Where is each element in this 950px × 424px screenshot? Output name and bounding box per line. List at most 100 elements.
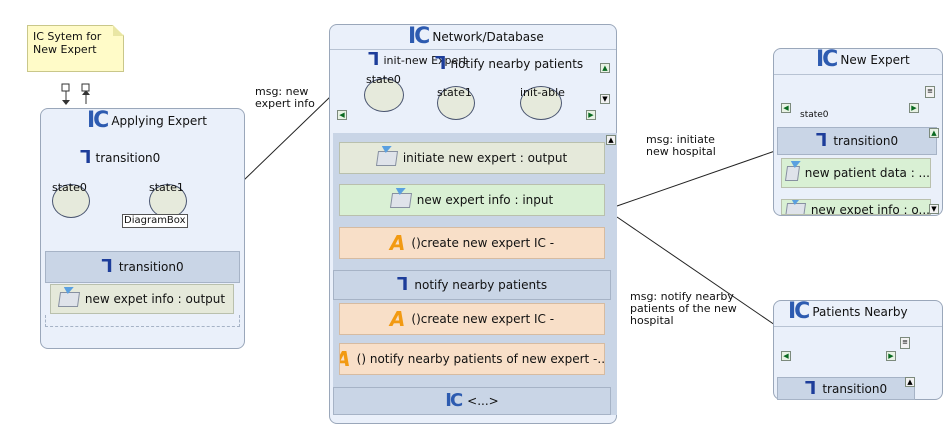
network-transition-init-label: init-new Expert [383, 53, 468, 67]
network-state1-node[interactable] [437, 86, 475, 120]
message-line: msg: notify nearby [630, 290, 734, 303]
message-line: patients of the new [630, 302, 737, 315]
note-line-2: New Expert [33, 43, 97, 56]
network-row-action-label: ()create new expert IC - [411, 236, 555, 250]
patients-nearby-toggle-button[interactable]: ≡ [900, 337, 910, 349]
network-state1-label: state1 [437, 86, 472, 99]
message-initiate-new-hospital: msg: initiate new hospital [646, 134, 716, 158]
transition-icon: Ꞁ [804, 377, 817, 399]
patients-nearby-divider [774, 326, 942, 327]
network-row-action-2[interactable]: A ()create new expert IC - [339, 303, 605, 335]
new-expert-scroll-down[interactable]: ▼ [929, 204, 939, 214]
network-notify-band-label: notify nearby patients [414, 278, 548, 292]
patients-nearby-scroll-up[interactable]: ▲ [905, 377, 915, 387]
new-expert-row-input-2[interactable]: new expet info : o... [781, 199, 931, 215]
envelope-output-icon [375, 150, 398, 166]
network-row-output[interactable]: initiate new expert : output [339, 142, 605, 174]
applying-band-label: transition0 [118, 260, 184, 274]
new-expert-title: New Expert [840, 53, 910, 67]
scroll-right-button[interactable]: ▶ [586, 110, 596, 120]
new-expert-divider [774, 74, 942, 75]
new-expert-row-input-label: new patient data : ... [804, 166, 930, 180]
new-expert-scroll-left[interactable]: ◀ [781, 103, 791, 113]
message-line: expert info [255, 97, 315, 110]
network-notify-band[interactable]: Ꞁ notify nearby patients [333, 270, 611, 300]
message-notify-nearby-patients: msg: notify nearby patients of the new h… [630, 291, 737, 327]
applying-state1-label: state1 [149, 181, 184, 194]
applying-transition-band[interactable]: Ꞁ transition0 [45, 251, 240, 283]
action-icon: A [389, 307, 406, 331]
new-expert-row-input[interactable]: new patient data : ... [781, 158, 931, 188]
message-line: msg: initiate [646, 133, 715, 146]
applying-transition-header[interactable]: Ꞁ transition0 [80, 147, 161, 168]
action-icon: A [340, 349, 351, 369]
transition-icon: Ꞁ [368, 49, 380, 70]
patients-nearby-band-label: transition0 [822, 381, 888, 396]
patients-nearby-scroll-left[interactable]: ◀ [781, 351, 791, 361]
applying-band-footer [45, 315, 240, 327]
network-transition-notify-label: notify nearby patients [450, 57, 584, 71]
network-state2-node[interactable] [520, 86, 562, 120]
new-expert-header: IC New Expert [816, 47, 910, 72]
new-expert-band-label: transition0 [833, 134, 899, 148]
action-icon: A [389, 231, 406, 255]
envelope-input-icon [389, 192, 412, 208]
network-row-action-2-label: ()create new expert IC - [411, 312, 555, 326]
new-expert-scroll-right[interactable]: ▶ [909, 103, 919, 113]
applying-state0-node[interactable] [52, 184, 90, 218]
transition-icon: Ꞁ [396, 274, 409, 295]
network-divider [330, 49, 616, 50]
note-line-1: IC Sytem for [33, 30, 102, 43]
network-row-action-3[interactable]: A () notify nearby patients of new exper… [339, 343, 605, 375]
region-scroll-up-button[interactable]: ▲ [606, 135, 616, 145]
ic-icon: IC [788, 299, 810, 324]
network-row-input[interactable]: new expert info : input [339, 184, 605, 216]
collapse-up-button[interactable]: ▲ [600, 63, 610, 73]
network-bottom-label: <...> [467, 394, 499, 408]
patients-nearby-transition-band[interactable]: Ꞁ transition0 [777, 377, 915, 400]
ic-icon: IC [816, 47, 838, 72]
expand-down-button[interactable]: ▼ [600, 94, 610, 104]
network-transition-notify[interactable]: Ꞁ notify nearby patients [435, 53, 584, 74]
note-fold [113, 25, 124, 36]
network-title: Network/Database [432, 30, 544, 44]
network-row-action-3-label: () notify nearby patients of new expert … [356, 352, 605, 366]
transition-icon: Ꞁ [815, 130, 828, 151]
message-new-expert-info: msg: new expert info [255, 86, 315, 110]
applying-transition-label: transition0 [95, 151, 161, 165]
network-state2-label: init-able [520, 86, 565, 99]
new-expert-state-partial: state0 [800, 110, 829, 117]
message-line: msg: new [255, 85, 309, 98]
diagram-box-tooltip: DiagramBox [122, 214, 188, 228]
scroll-left-button[interactable]: ◀ [337, 110, 347, 120]
network-row-action[interactable]: A ()create new expert IC - [339, 227, 605, 259]
note-ic-system: IC Sytem for New Expert [27, 25, 124, 72]
transition-icon: Ꞁ [80, 147, 92, 168]
transition-icon: Ꞁ [435, 53, 447, 74]
new-expert-toggle-button[interactable]: ≡ [925, 86, 935, 98]
network-transition-init[interactable]: Ꞁ init-new Expert [368, 49, 468, 70]
network-state0-node[interactable] [364, 78, 404, 112]
envelope-input-icon [784, 165, 800, 181]
new-expert-row-input-2-label: new expet info : o... [810, 203, 930, 215]
applying-state0-label: state0 [52, 181, 87, 194]
network-state0-label: state0 [366, 73, 401, 86]
applying-expert-title: Applying Expert [111, 114, 207, 128]
new-expert-scroll-up[interactable]: ▲ [929, 128, 939, 138]
ic-icon: IC [445, 390, 463, 411]
applying-row-output[interactable]: new expet info : output [50, 284, 234, 314]
network-row-output-label: initiate new expert : output [402, 151, 568, 165]
network-row-input-label: new expert info : input [416, 193, 554, 207]
patients-nearby-title: Patients Nearby [812, 305, 908, 319]
new-expert-transition-band[interactable]: Ꞁ transition0 [777, 127, 937, 155]
connector-network-to-new-expert [616, 150, 776, 207]
network-bottom-band[interactable]: IC <...> [333, 387, 611, 415]
transition-icon: Ꞁ [101, 256, 113, 277]
message-line: hospital [630, 314, 674, 327]
envelope-input-icon [784, 203, 806, 214]
patients-nearby-header: IC Patients Nearby [788, 299, 908, 324]
ic-icon: IC [87, 108, 109, 133]
patients-nearby-scroll-right[interactable]: ▶ [886, 351, 896, 361]
applying-row-label: new expet info : output [84, 292, 226, 306]
network-header: IC Network/Database [408, 26, 544, 48]
